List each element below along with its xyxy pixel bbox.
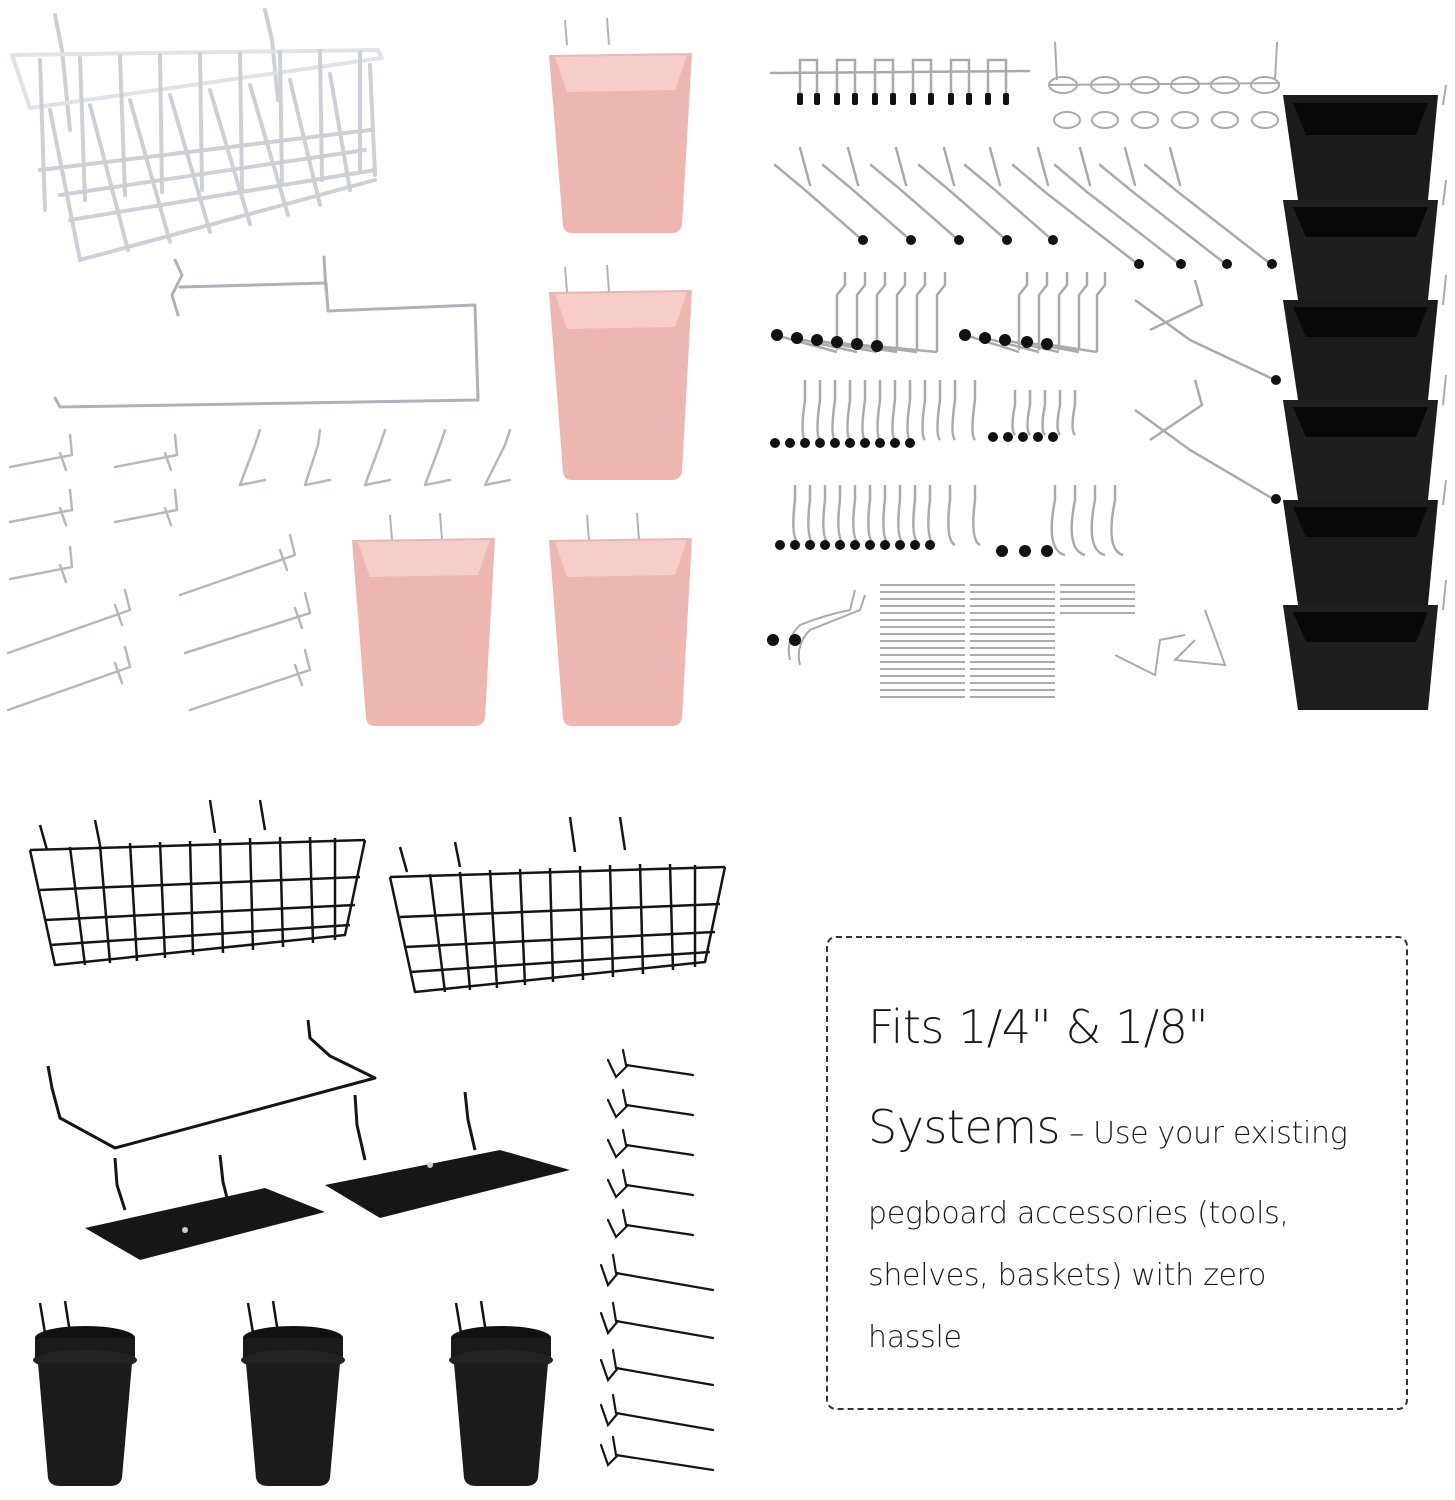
callout-line-5: hassle [868,1320,962,1355]
pink-cup [549,17,692,233]
black-bins [1283,84,1447,710]
callout-heading: Fits 1/4" & 1/8" [868,1000,1209,1054]
callout-line-4: shelves, baskets) with zero [868,1258,1267,1293]
spring-clips [767,584,1227,698]
single-hooks-long [773,146,1277,269]
double-hooks [1134,279,1281,504]
j-hooks [770,380,1124,557]
black-cup [33,1300,137,1486]
feature-callout-box: Fits 1/4" & 1/8" Systems – Use your exis… [826,936,1408,1410]
ring-rail [1048,41,1281,129]
black-cup [241,1300,345,1486]
callout-line-2: Systems – Use your existing [868,1100,1348,1154]
callout-use-existing: – Use your existing [1060,1116,1348,1151]
black-towel-bar [46,1019,377,1150]
white-pegboard-hooks [6,428,512,712]
black-cup [449,1300,553,1486]
black-shelf [85,1154,325,1260]
black-wire-basket [388,816,727,994]
l-hooks [771,272,1107,354]
black-shelf [325,1091,570,1218]
black-hooks [599,1048,715,1472]
paper-towel-holder [53,255,480,409]
pink-cup [352,512,495,726]
callout-systems: Systems [868,1100,1061,1154]
pink-cup [549,264,692,480]
white-wire-basket [10,8,384,262]
pink-cup [549,512,692,726]
hook-rail-straight [769,58,1031,105]
callout-line-3: pegboard accessories (tools, [868,1196,1289,1231]
black-wire-basket [28,799,367,967]
